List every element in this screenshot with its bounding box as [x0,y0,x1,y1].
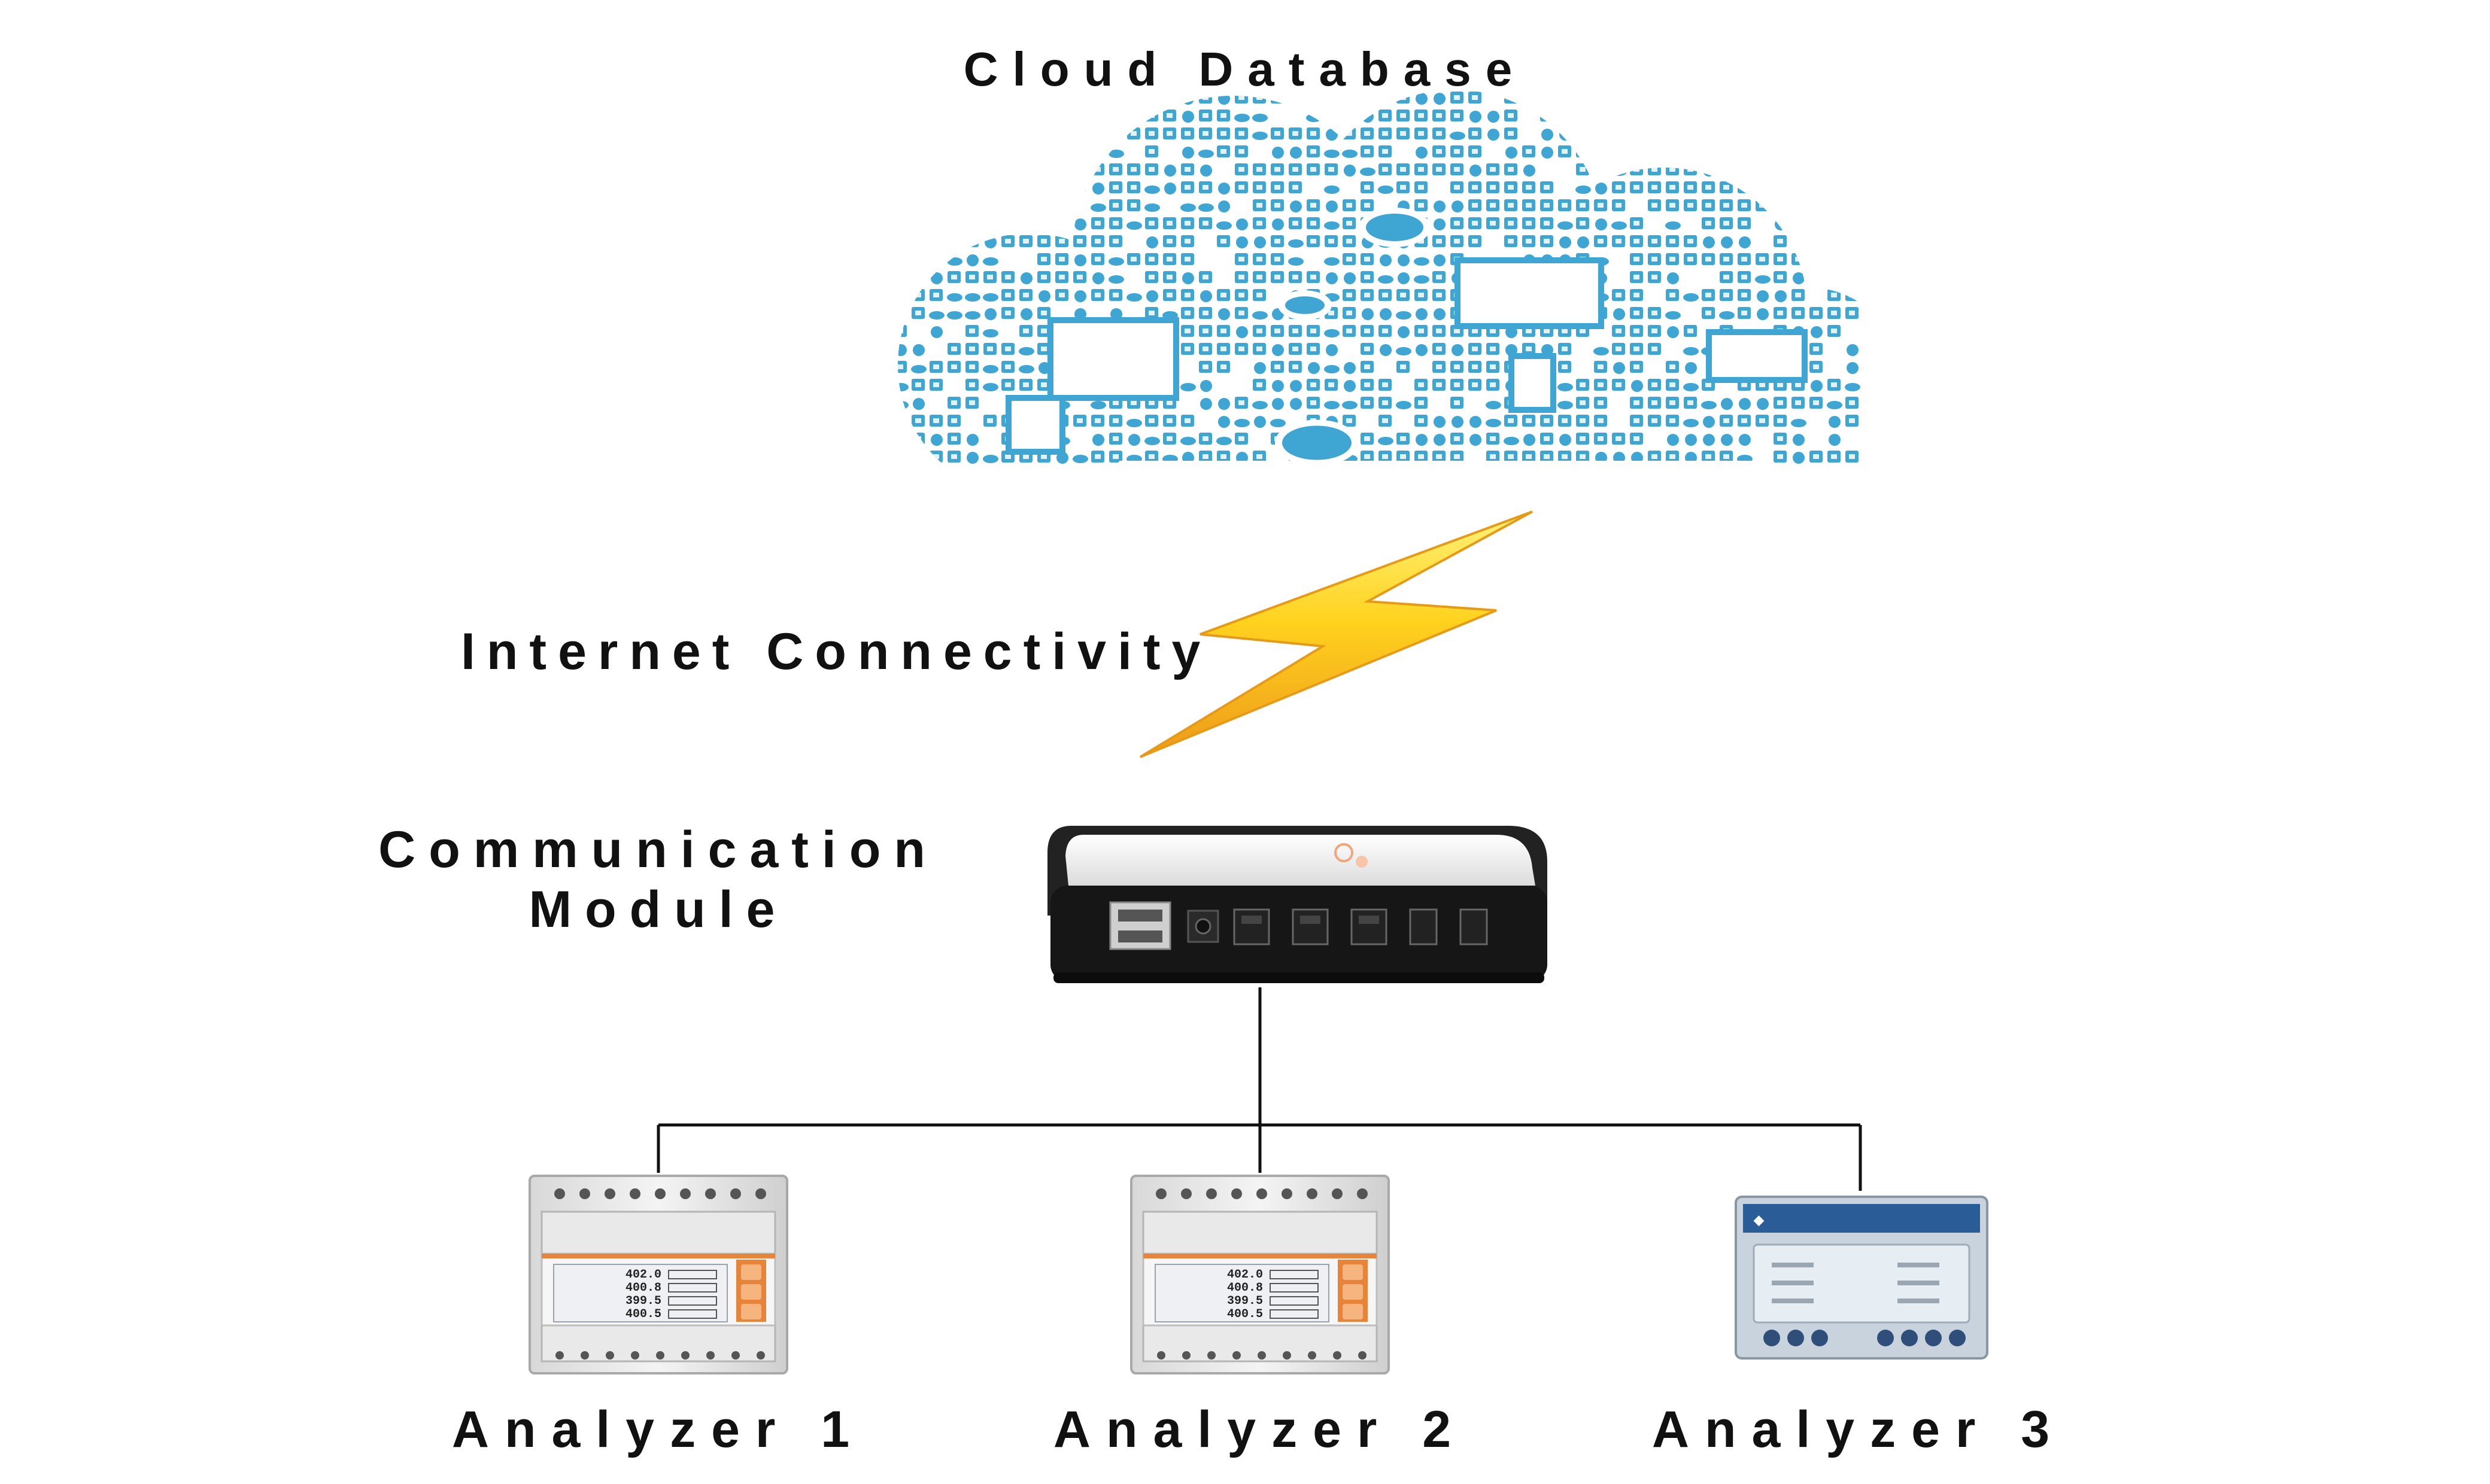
svg-text:◆: ◆ [1753,1212,1765,1227]
communication-module-label: Communication Module [359,820,958,939]
internet-connectivity-label: Internet Connectivity [461,623,1212,680]
analyzer-3-label: Analyzer 3 [1651,1401,2066,1458]
analyzer-3-device: ◆ [1735,1196,1988,1360]
meter-reading: 400.5 [625,1307,661,1321]
meter-reading: 402.0 [625,1268,661,1282]
bus-connection-lines [657,987,1862,1191]
communication-module-label-line1: Communication [378,821,939,878]
lightning-bolt-icon [1139,510,1533,758]
meter-reading: 399.5 [1227,1294,1263,1308]
meter-reading: 402.0 [1227,1268,1263,1282]
meter-reading: 400.5 [1227,1307,1263,1321]
analyzer-2-label: Analyzer 2 [1053,1401,1467,1458]
analyzer-1-label: Analyzer 1 [451,1401,866,1458]
communication-module-label-line2: Module [529,881,788,938]
communication-module-device [1047,826,1547,983]
cloud-database-icon [898,90,1868,467]
meter-reading: 400.8 [625,1281,661,1295]
cloud-database-label: Cloud Database [963,42,1527,96]
meter-reading: 400.8 [1227,1281,1263,1295]
meter-reading: 399.5 [625,1294,661,1308]
